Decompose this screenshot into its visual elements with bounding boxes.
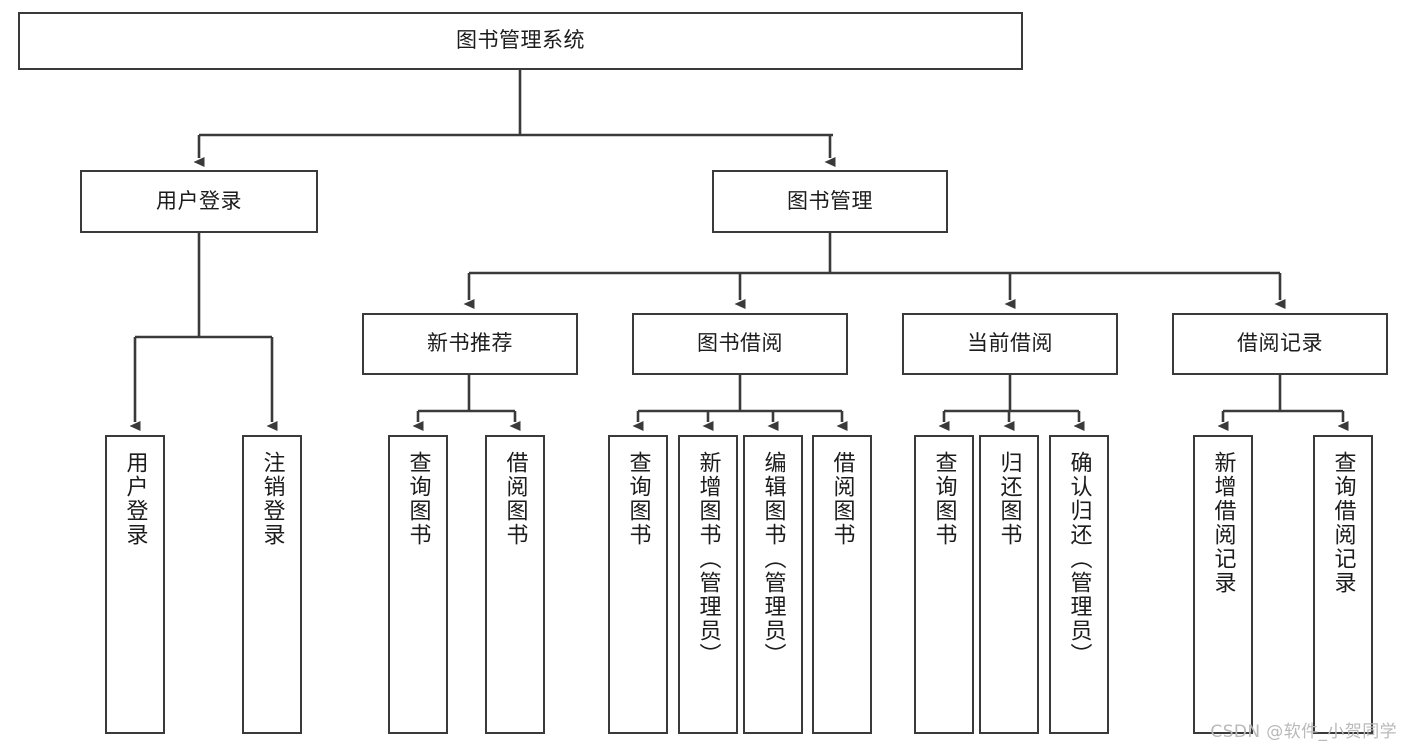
csdn-watermark: CSDN @软件_小贺同学: [1210, 722, 1397, 742]
node-user-login[interactable]: 用户登录: [80, 170, 318, 233]
node-label: 新增借阅记录: [1210, 451, 1236, 595]
node-label: 借阅记录: [1237, 331, 1323, 356]
node-label: 新书推荐: [427, 331, 513, 356]
node-leaf-query-book-2[interactable]: 查询图书: [608, 435, 668, 734]
node-leaf-logout-login[interactable]: 注销登录: [242, 435, 302, 734]
node-book-borrow[interactable]: 图书借阅: [632, 313, 848, 375]
node-label: 借阅图书: [829, 451, 855, 547]
node-label: 注销登录: [259, 451, 285, 547]
node-leaf-return-book[interactable]: 归还图书: [979, 435, 1039, 734]
node-leaf-query-borrow-record[interactable]: 查询借阅记录: [1313, 435, 1373, 734]
node-leaf-query-book-3[interactable]: 查询图书: [914, 435, 974, 734]
node-leaf-edit-book[interactable]: 编辑图书（管理员）: [743, 435, 803, 734]
node-label: 新增图书（管理员）: [695, 451, 721, 667]
node-label: 借阅图书: [502, 451, 528, 547]
node-leaf-add-book[interactable]: 新增图书（管理员）: [678, 435, 738, 734]
node-label: 用户登录: [156, 188, 242, 213]
node-label: 归还图书: [996, 451, 1022, 547]
node-label: 当前借阅: [967, 331, 1053, 356]
node-leaf-borrow-book-1[interactable]: 借阅图书: [485, 435, 545, 734]
node-label: 确认归还（管理员）: [1066, 451, 1092, 667]
node-book-management[interactable]: 图书管理: [712, 170, 948, 233]
node-leaf-add-borrow-record[interactable]: 新增借阅记录: [1193, 435, 1253, 734]
node-label: 用户登录: [122, 451, 148, 547]
node-label: 图书管理: [787, 188, 873, 213]
node-current-borrow[interactable]: 当前借阅: [902, 313, 1118, 375]
node-label: 图书借阅: [697, 331, 783, 356]
node-label: 图书管理系统: [456, 28, 585, 53]
node-leaf-confirm-return[interactable]: 确认归还（管理员）: [1049, 435, 1109, 734]
node-book-management-system[interactable]: 图书管理系统: [18, 12, 1023, 70]
node-leaf-user-login[interactable]: 用户登录: [105, 435, 165, 734]
node-borrow-record[interactable]: 借阅记录: [1172, 313, 1388, 375]
node-label: 编辑图书（管理员）: [760, 451, 786, 667]
node-new-book-recommend[interactable]: 新书推荐: [362, 313, 578, 375]
node-label: 查询借阅记录: [1330, 451, 1356, 595]
node-label: 查询图书: [625, 451, 651, 547]
node-label: 查询图书: [405, 451, 431, 547]
node-label: 查询图书: [931, 451, 957, 547]
node-leaf-borrow-book-2[interactable]: 借阅图书: [812, 435, 872, 734]
node-leaf-query-book-1[interactable]: 查询图书: [388, 435, 448, 734]
